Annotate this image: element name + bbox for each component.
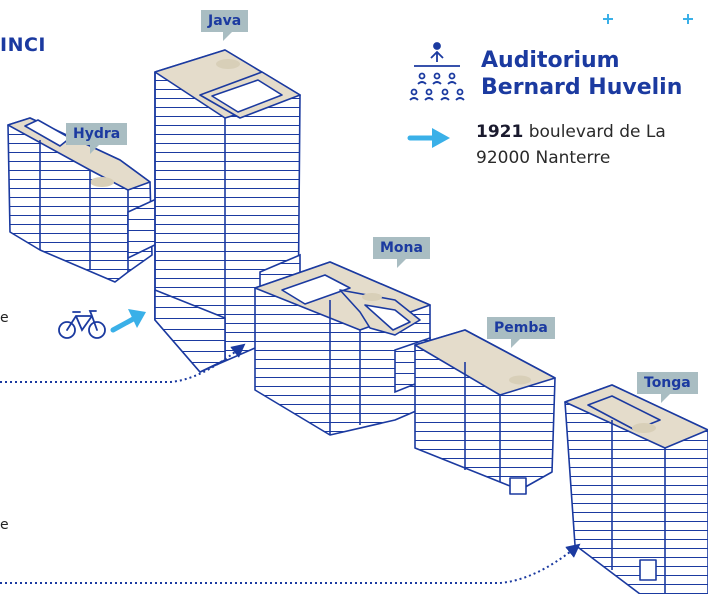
auditorium-title-line1: Auditorium	[481, 48, 620, 73]
plus-icon	[603, 14, 693, 24]
label-mona: Mona	[373, 237, 430, 268]
edge-text-first: e	[0, 310, 9, 326]
label-pemba: Pemba	[487, 317, 555, 348]
edge-text-second: e	[0, 517, 9, 533]
address-city: 92000 Nanterre	[476, 148, 611, 168]
corner-title: INCI	[0, 34, 46, 56]
address-number: 1921	[476, 122, 524, 142]
arrow-right-icon	[110, 309, 146, 333]
bicycle-icon	[58, 310, 106, 339]
label-hydra: Hydra	[66, 123, 128, 154]
label-java: Java	[201, 10, 249, 41]
walking-path-upper	[0, 343, 246, 383]
auditorium-address: 1921 boulevard de La 92000 Nanterre	[476, 119, 666, 171]
building-tonga	[564, 384, 708, 594]
label-tonga: Tonga	[637, 372, 698, 403]
walking-path-lower	[0, 543, 581, 584]
building-pemba	[414, 329, 556, 495]
auditorium-title-line2: Bernard Huvelin	[481, 75, 683, 100]
building-mona	[254, 261, 431, 436]
auditorium-icon	[409, 42, 465, 101]
arrow-right-icon	[407, 128, 450, 148]
address-street: boulevard de La	[528, 122, 666, 142]
auditorium-title: Auditorium Bernard Huvelin	[481, 47, 682, 101]
